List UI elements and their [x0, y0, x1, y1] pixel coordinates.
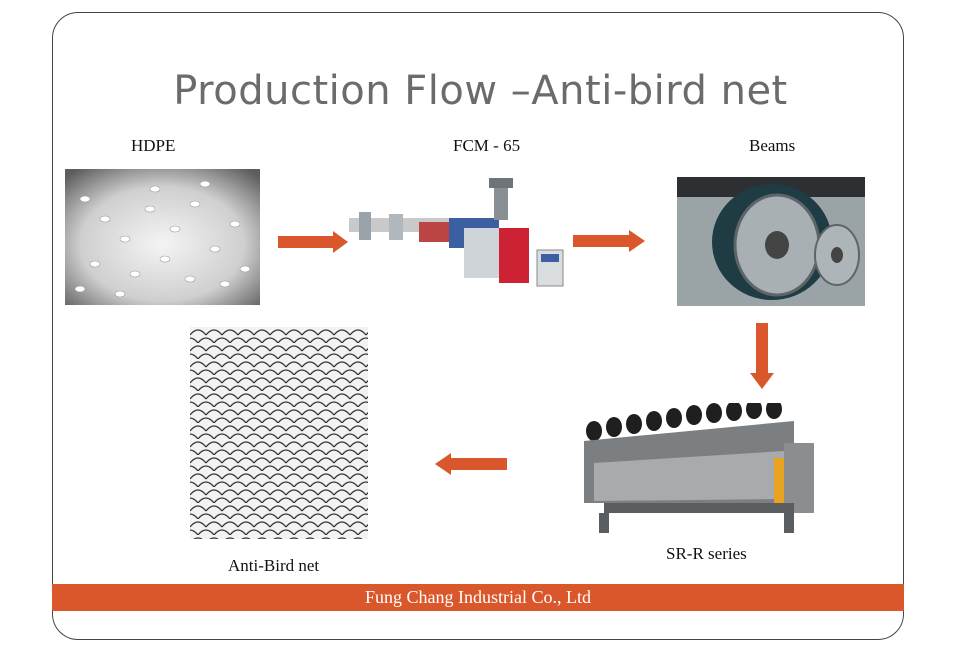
label-hdpe: HDPE — [131, 136, 176, 155]
arrow-down-icon — [750, 323, 774, 389]
beams-image — [677, 177, 865, 306]
knitting-machine-image — [584, 403, 834, 536]
hdpe-pellets-image — [65, 169, 260, 305]
arrow-left-icon — [435, 453, 507, 475]
label-beams: Beams — [749, 136, 796, 155]
extruder-machine-image — [349, 178, 567, 293]
label-anti-bird-net: Anti-Bird net — [228, 556, 320, 575]
anti-bird-net-image — [190, 327, 368, 539]
label-sr-series: SR-R series — [666, 544, 747, 563]
footer-company-bar: Fung Chang Industrial Co., Ltd — [52, 584, 904, 611]
slide-title: Production Flow –Anti-bird net — [173, 68, 788, 114]
label-fcm: FCM - 65 — [453, 136, 521, 155]
arrow-right-icon — [573, 230, 645, 252]
arrow-right-icon — [278, 231, 348, 253]
